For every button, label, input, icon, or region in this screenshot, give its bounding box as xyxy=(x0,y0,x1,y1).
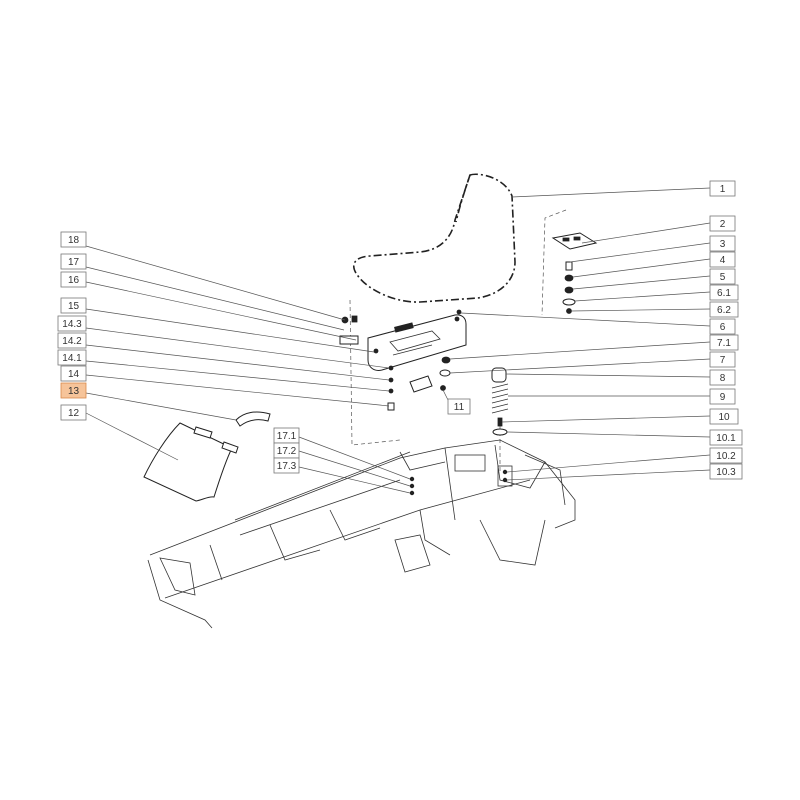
svg-text:7.1: 7.1 xyxy=(717,338,731,349)
svg-text:3: 3 xyxy=(720,239,726,250)
callout-14-2: 14.2 xyxy=(57,332,87,349)
svg-text:14.1: 14.1 xyxy=(62,353,82,364)
svg-text:17: 17 xyxy=(68,257,80,268)
callout-10-1: 10.1 xyxy=(709,429,743,446)
svg-text:14.3: 14.3 xyxy=(62,319,82,330)
svg-text:6.2: 6.2 xyxy=(717,305,731,316)
callout-3: 3 xyxy=(709,235,736,252)
callout-17: 17 xyxy=(60,253,87,270)
callout-15: 15 xyxy=(60,297,87,314)
svg-text:6: 6 xyxy=(720,322,726,333)
svg-text:15: 15 xyxy=(68,301,80,312)
svg-text:2: 2 xyxy=(720,219,726,230)
svg-text:14: 14 xyxy=(68,369,80,380)
chassis-frame xyxy=(147,439,576,629)
svg-text:10.1: 10.1 xyxy=(716,433,736,444)
fender-flap xyxy=(143,422,233,502)
clamp-part xyxy=(221,411,271,454)
seat-plate xyxy=(367,314,467,371)
svg-text:17.2: 17.2 xyxy=(277,446,297,457)
svg-text:4: 4 xyxy=(720,255,726,266)
callout-7: 7 xyxy=(709,351,736,368)
svg-text:17.1: 17.1 xyxy=(277,431,297,442)
svg-text:5: 5 xyxy=(720,272,726,283)
callout-6: 6 xyxy=(709,318,736,335)
callout-17-2: 17.2 xyxy=(273,442,300,459)
callout-5: 5 xyxy=(709,268,736,285)
callout-10: 10 xyxy=(709,408,739,425)
svg-text:1: 1 xyxy=(720,184,726,195)
callout-7-1: 7.1 xyxy=(709,334,739,351)
svg-text:6.1: 6.1 xyxy=(717,288,731,299)
callout-13: 13 xyxy=(60,382,87,399)
leader-lines xyxy=(85,187,711,494)
callout-10-3: 10.3 xyxy=(709,463,743,480)
svg-text:8: 8 xyxy=(720,373,726,384)
right-parts xyxy=(439,232,598,436)
svg-text:13: 13 xyxy=(68,386,80,397)
svg-text:10: 10 xyxy=(718,412,730,423)
svg-text:14.2: 14.2 xyxy=(62,336,82,347)
callout-4: 4 xyxy=(709,251,736,268)
callout-17-1: 17.1 xyxy=(273,427,300,444)
svg-text:12: 12 xyxy=(68,408,80,419)
callout-1: 1 xyxy=(709,180,736,197)
callout-12: 12 xyxy=(60,404,87,421)
svg-text:11: 11 xyxy=(454,402,465,413)
svg-text:10.2: 10.2 xyxy=(716,451,736,462)
svg-text:17.3: 17.3 xyxy=(277,461,297,472)
callout-11: 11 xyxy=(447,398,471,415)
svg-text:7: 7 xyxy=(720,355,726,366)
callout-10-2: 10.2 xyxy=(709,447,743,464)
svg-text:16: 16 xyxy=(68,275,80,286)
callout-8: 8 xyxy=(709,369,736,386)
callout-14-3: 14.3 xyxy=(57,315,87,332)
callout-14-1: 14.1 xyxy=(57,349,87,366)
callout-6-1: 6.1 xyxy=(709,284,739,301)
seat-outline xyxy=(353,173,516,303)
callout-16: 16 xyxy=(60,271,87,288)
callout-18: 18 xyxy=(60,231,87,248)
svg-text:18: 18 xyxy=(68,235,80,246)
callout-2: 2 xyxy=(709,215,736,232)
plate-bracket xyxy=(409,375,446,393)
callout-6-2: 6.2 xyxy=(709,301,739,318)
callout-17-3: 17.3 xyxy=(273,457,300,474)
svg-text:9: 9 xyxy=(720,392,726,403)
callout-9: 9 xyxy=(709,388,736,405)
svg-text:10.3: 10.3 xyxy=(716,467,736,478)
callout-14: 14 xyxy=(60,365,87,382)
